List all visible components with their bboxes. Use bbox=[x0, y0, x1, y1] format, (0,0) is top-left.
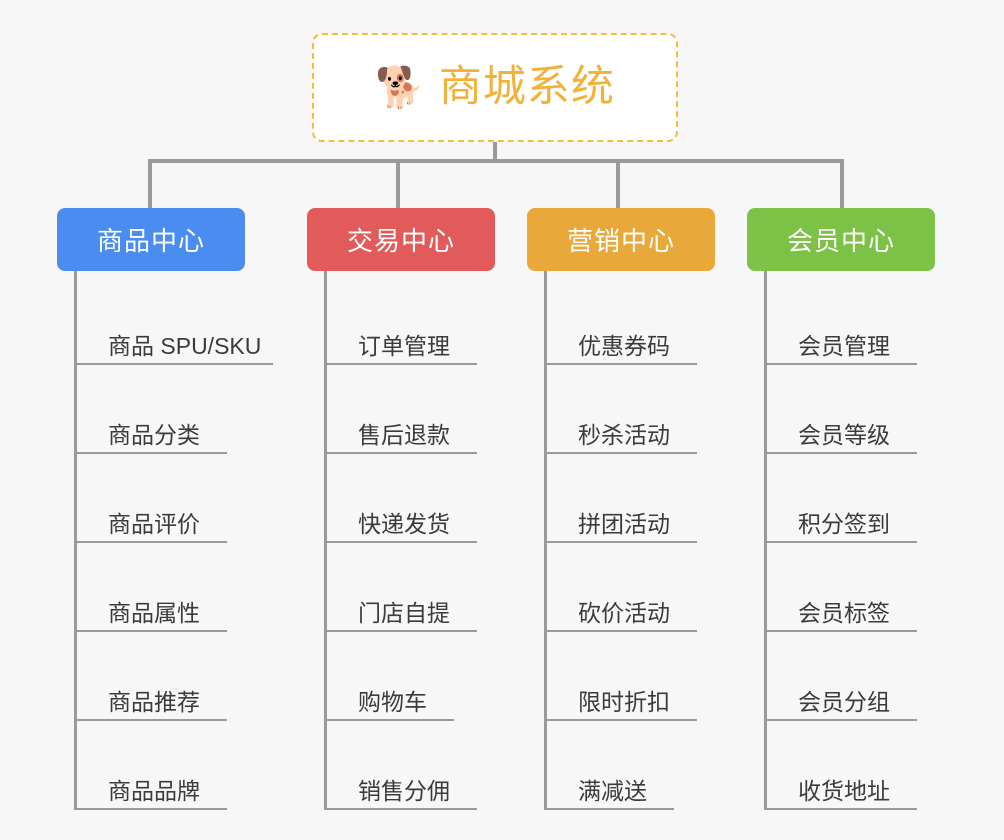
leaf-item[interactable]: 会员管理 bbox=[767, 276, 935, 365]
leaf-item-underline bbox=[767, 541, 917, 543]
leaf-item-underline bbox=[327, 630, 477, 632]
leaf-list-member-center: 会员管理会员等级积分签到会员标签会员分组收货地址 bbox=[764, 271, 935, 810]
leaf-item[interactable]: 商品 SPU/SKU bbox=[77, 276, 273, 365]
category-title: 会员中心 bbox=[786, 226, 895, 256]
leaf-item[interactable]: 购物车 bbox=[327, 632, 495, 721]
leaf-item-label: 会员分组 bbox=[798, 688, 890, 715]
leaf-item-label: 收货地址 bbox=[798, 777, 890, 804]
leaf-item-underline bbox=[327, 541, 477, 543]
category-column-trade-center: 交易中心订单管理售后退款快递发货门店自提购物车销售分佣 bbox=[307, 208, 495, 810]
leaf-item-underline bbox=[327, 363, 477, 365]
leaf-item[interactable]: 优惠券码 bbox=[547, 276, 715, 365]
category-box-product-center[interactable]: 商品中心 bbox=[57, 208, 245, 271]
leaf-item-underline bbox=[77, 719, 227, 721]
leaf-item-label: 优惠券码 bbox=[578, 332, 670, 359]
leaf-item-label: 售后退款 bbox=[358, 421, 450, 448]
leaf-item[interactable]: 限时折扣 bbox=[547, 632, 715, 721]
leaf-item-label: 商品分类 bbox=[108, 421, 200, 448]
connector-horizontal-bar bbox=[148, 159, 844, 163]
leaf-item-underline bbox=[547, 630, 697, 632]
leaf-item[interactable]: 售后退款 bbox=[327, 365, 495, 454]
leaf-item[interactable]: 商品品牌 bbox=[77, 721, 245, 810]
leaf-item-underline bbox=[767, 452, 917, 454]
leaf-item-label: 商品属性 bbox=[108, 599, 200, 626]
category-box-marketing-center[interactable]: 营销中心 bbox=[527, 208, 715, 271]
leaf-item-label: 商品 SPU/SKU bbox=[108, 332, 262, 359]
leaf-item-underline bbox=[77, 363, 273, 365]
leaf-item[interactable]: 满减送 bbox=[547, 721, 715, 810]
connector-drop-4 bbox=[840, 159, 844, 208]
leaf-item-label: 快递发货 bbox=[358, 510, 450, 537]
leaf-item-underline bbox=[767, 630, 917, 632]
leaf-item[interactable]: 积分签到 bbox=[767, 454, 935, 543]
leaf-item[interactable]: 会员分组 bbox=[767, 632, 935, 721]
leaf-item[interactable]: 收货地址 bbox=[767, 721, 935, 810]
category-column-marketing-center: 营销中心优惠券码秒杀活动拼团活动砍价活动限时折扣满减送 bbox=[527, 208, 715, 810]
root-title: 商城系统 bbox=[438, 63, 615, 111]
category-title: 交易中心 bbox=[346, 226, 455, 256]
leaf-list-marketing-center: 优惠券码秒杀活动拼团活动砍价活动限时折扣满减送 bbox=[544, 271, 715, 810]
leaf-item-label: 会员标签 bbox=[798, 599, 890, 626]
category-title: 商品中心 bbox=[96, 226, 205, 256]
leaf-item-label: 门店自提 bbox=[358, 599, 450, 626]
leaf-item-label: 会员管理 bbox=[798, 332, 890, 359]
leaf-list-trade-center: 订单管理售后退款快递发货门店自提购物车销售分佣 bbox=[324, 271, 495, 810]
leaf-item[interactable]: 商品分类 bbox=[77, 365, 245, 454]
leaf-item[interactable]: 门店自提 bbox=[327, 543, 495, 632]
leaf-item-label: 商品评价 bbox=[108, 510, 200, 537]
category-box-member-center[interactable]: 会员中心 bbox=[747, 208, 935, 271]
leaf-item-underline bbox=[77, 541, 227, 543]
connector-drop-2 bbox=[396, 159, 400, 208]
leaf-item-underline bbox=[327, 452, 477, 454]
leaf-item[interactable]: 订单管理 bbox=[327, 276, 495, 365]
leaf-item-label: 拼团活动 bbox=[578, 510, 670, 537]
leaf-item-underline bbox=[77, 630, 227, 632]
leaf-item-label: 会员等级 bbox=[798, 421, 890, 448]
leaf-list-product-center: 商品 SPU/SKU 商品分类商品评价商品属性商品推荐商品品牌 bbox=[74, 271, 273, 810]
category-column-member-center: 会员中心会员管理会员等级积分签到会员标签会员分组收货地址 bbox=[747, 208, 935, 810]
connector-drop-1 bbox=[148, 159, 152, 208]
leaf-item-label: 满减送 bbox=[578, 777, 647, 804]
leaf-item[interactable]: 秒杀活动 bbox=[547, 365, 715, 454]
root-node[interactable]: 🐕 商城系统 bbox=[312, 33, 678, 142]
leaf-item-underline bbox=[547, 719, 697, 721]
leaf-item-underline bbox=[77, 808, 227, 810]
category-box-trade-center[interactable]: 交易中心 bbox=[307, 208, 495, 271]
leaf-item-underline bbox=[547, 808, 674, 810]
leaf-item-label: 商品推荐 bbox=[108, 688, 200, 715]
leaf-item-underline bbox=[767, 808, 917, 810]
leaf-item[interactable]: 销售分佣 bbox=[327, 721, 495, 810]
leaf-item[interactable]: 商品评价 bbox=[77, 454, 245, 543]
connector-drop-3 bbox=[616, 159, 620, 208]
connector-stem bbox=[493, 142, 497, 163]
leaf-item[interactable]: 会员标签 bbox=[767, 543, 935, 632]
leaf-item-label: 砍价活动 bbox=[578, 599, 670, 626]
leaf-item[interactable]: 快递发货 bbox=[327, 454, 495, 543]
leaf-item-underline bbox=[77, 452, 227, 454]
leaf-item-underline bbox=[327, 808, 477, 810]
leaf-item-underline bbox=[547, 541, 697, 543]
leaf-item-underline bbox=[767, 363, 917, 365]
leaf-item[interactable]: 商品属性 bbox=[77, 543, 245, 632]
shiba-dog-face-icon: 🐕 bbox=[375, 65, 425, 110]
leaf-item-label: 限时折扣 bbox=[578, 688, 670, 715]
leaf-item-label: 订单管理 bbox=[358, 332, 450, 359]
leaf-item[interactable]: 会员等级 bbox=[767, 365, 935, 454]
leaf-item-label: 销售分佣 bbox=[358, 777, 450, 804]
leaf-item[interactable]: 商品推荐 bbox=[77, 632, 245, 721]
leaf-item[interactable]: 砍价活动 bbox=[547, 543, 715, 632]
leaf-item-label: 积分签到 bbox=[798, 510, 890, 537]
leaf-item-underline bbox=[547, 363, 697, 365]
category-title: 营销中心 bbox=[566, 226, 675, 256]
leaf-item[interactable]: 拼团活动 bbox=[547, 454, 715, 543]
leaf-item-underline bbox=[767, 719, 917, 721]
leaf-item-label: 购物车 bbox=[358, 688, 427, 715]
category-column-product-center: 商品中心商品 SPU/SKU 商品分类商品评价商品属性商品推荐商品品牌 bbox=[57, 208, 273, 810]
leaf-item-underline bbox=[547, 452, 697, 454]
leaf-item-label: 秒杀活动 bbox=[578, 421, 670, 448]
leaf-item-label: 商品品牌 bbox=[108, 777, 200, 804]
leaf-item-underline bbox=[327, 719, 454, 721]
